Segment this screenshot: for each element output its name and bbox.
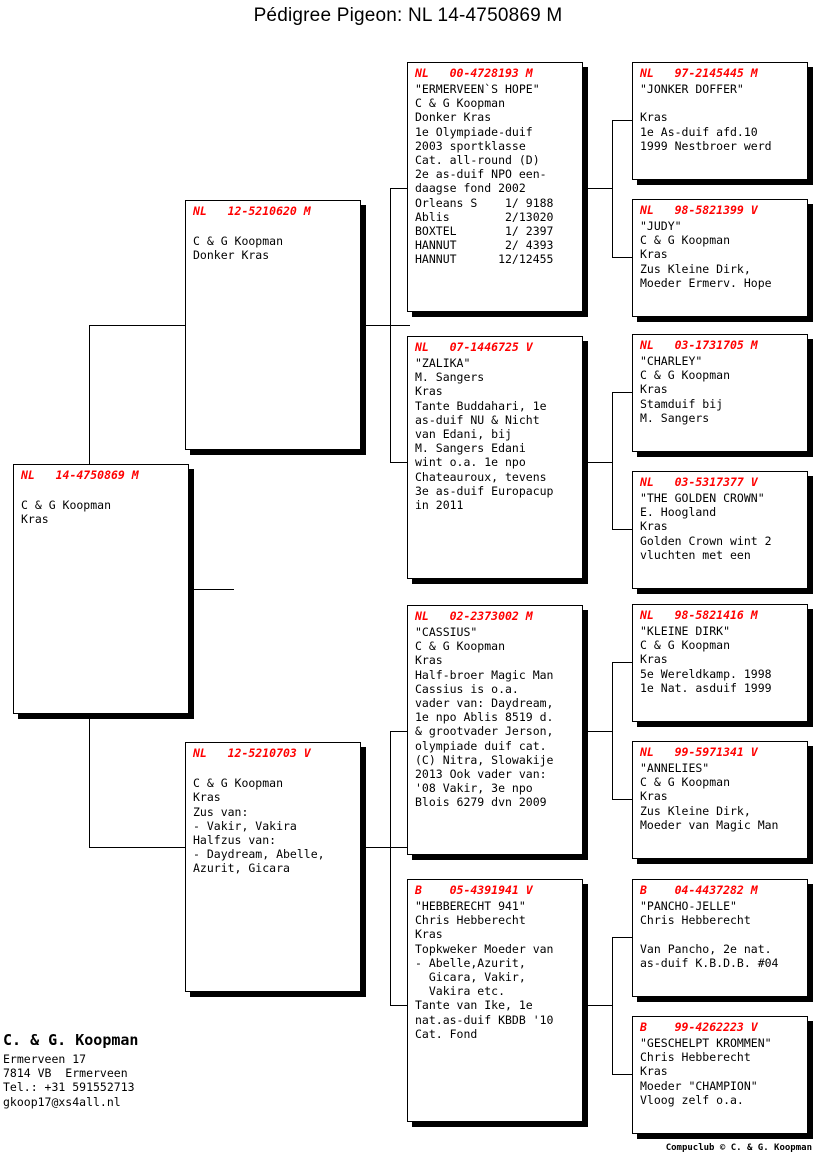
owner-name: C. & G. Koopman <box>3 1031 139 1049</box>
connector-dam-out <box>365 847 410 848</box>
ring-number: NL 99-5971341 V <box>640 745 758 759</box>
ring-number: NL 98-5821399 V <box>640 203 758 217</box>
connector-sire-bracket <box>390 188 391 462</box>
ring-number: NL 00-4728193 M <box>415 66 533 80</box>
connector-g3-2-out <box>586 462 612 463</box>
card-details: "PANCHO-JELLE" Chris Hebberecht Van Panc… <box>640 899 779 970</box>
connector-subject-out <box>189 589 234 590</box>
connector-sire-in <box>89 325 185 326</box>
card-details: "ANNELIES" C & G Koopman Kras Zus Kleine… <box>640 761 779 832</box>
card-details: "CHARLEY" C & G Koopman Kras Stamduif bi… <box>640 354 731 425</box>
pedigree-card-g4-3[interactable]: NL 03-1731705 M "CHARLEY" C & G Koopman … <box>632 334 808 452</box>
connector-g3-1-out <box>586 188 612 189</box>
pedigree-card-g3-3[interactable]: NL 02-2373002 M "CASSIUS" C & G Koopman … <box>407 605 583 855</box>
pedigree-card-subject[interactable]: NL 14-4750869 M C & G Koopman Kras <box>13 464 189 714</box>
pedigree-card-g4-8[interactable]: B 99-4262223 V "GESCHELPT KROMMEN" Chris… <box>632 1016 808 1134</box>
ring-number: B 05-4391941 V <box>415 883 533 897</box>
ring-number: NL 03-5317377 V <box>640 475 758 489</box>
pedigree-card-g3-1[interactable]: NL 00-4728193 M "ERMERVEEN`S HOPE" C & G… <box>407 62 583 312</box>
card-details: C & G Koopman Kras <box>21 498 112 527</box>
card-details: "JONKER DOFFER" Kras 1e As-duif afd.10 1… <box>640 82 772 153</box>
connector-g3-1-bracket <box>612 120 613 257</box>
connector-g3-2-in <box>390 462 410 463</box>
connector-g4-3-in <box>612 392 634 393</box>
connector-g4-1-in <box>612 120 634 121</box>
ring-number: NL 98-5821416 M <box>640 608 758 622</box>
pedigree-card-g4-4[interactable]: NL 03-5317377 V "THE GOLDEN CROWN" E. Ho… <box>632 471 808 589</box>
card-details: "GESCHELPT KROMMEN" Chris Hebberecht Kra… <box>640 1036 772 1107</box>
ring-number: NL 14-4750869 M <box>21 468 139 482</box>
connector-g3-3-out <box>586 731 612 732</box>
connector-g3-1-in <box>390 188 410 189</box>
ring-number: NL 12-5210620 M <box>193 204 311 218</box>
ring-number: B 99-4262223 V <box>640 1020 758 1034</box>
connector-g4-8-in <box>612 1074 634 1075</box>
pedigree-card-g3-2[interactable]: NL 07-1446725 V "ZALIKA" M. Sangers Kras… <box>407 336 583 579</box>
pedigree-card-sire[interactable]: NL 12-5210620 M C & G Koopman Donker Kra… <box>185 200 361 450</box>
card-details: C & G Koopman Kras Zus van: - Vakir, Vak… <box>193 776 325 876</box>
connector-g3-4-in <box>390 1005 410 1006</box>
connector-g4-2-in <box>612 257 634 258</box>
ring-number: NL 02-2373002 M <box>415 609 533 623</box>
connector-dam-in <box>89 847 185 848</box>
connector-g3-4-bracket <box>612 937 613 1074</box>
pedigree-card-g4-2[interactable]: NL 98-5821399 V "JUDY" C & G Koopman Kra… <box>632 199 808 317</box>
pedigree-card-g4-6[interactable]: NL 99-5971341 V "ANNELIES" C & G Koopman… <box>632 741 808 859</box>
connector-g3-2-bracket <box>612 392 613 529</box>
pedigree-card-dam[interactable]: NL 12-5210703 V C & G Koopman Kras Zus v… <box>185 742 361 992</box>
pedigree-card-g4-5[interactable]: NL 98-5821416 M "KLEINE DIRK" C & G Koop… <box>632 604 808 722</box>
connector-dam-bracket <box>390 731 391 1005</box>
ring-number: NL 07-1446725 V <box>415 340 533 354</box>
ring-number: B 04-4437282 M <box>640 883 758 897</box>
card-details: "JUDY" C & G Koopman Kras Zus Kleine Dir… <box>640 219 772 290</box>
card-details: "KLEINE DIRK" C & G Koopman Kras 5e Were… <box>640 624 772 695</box>
pedigree-card-g3-4[interactable]: B 05-4391941 V "HEBBERECHT 941" Chris He… <box>407 879 583 1122</box>
connector-g3-3-bracket <box>612 662 613 799</box>
card-details: "CASSIUS" C & G Koopman Kras Half-broer … <box>415 625 554 810</box>
card-details: "ERMERVEEN`S HOPE" C & G Koopman Donker … <box>415 82 554 267</box>
connector-g4-6-in <box>612 799 634 800</box>
card-details: C & G Koopman Donker Kras <box>193 234 284 263</box>
owner-address: Ermerveen 17 7814 VB Ermerveen Tel.: +31… <box>3 1052 135 1109</box>
pedigree-card-g4-7[interactable]: B 04-4437282 M "PANCHO-JELLE" Chris Hebb… <box>632 879 808 997</box>
connector-g3-3-in <box>390 731 410 732</box>
connector-sire-out <box>365 325 410 326</box>
connector-g4-5-in <box>612 662 634 663</box>
ring-number: NL 97-2145445 M <box>640 66 758 80</box>
connector-g3-4-out <box>586 1005 612 1006</box>
owner-block: C. & G. Koopman Ermerveen 17 7814 VB Erm… <box>3 1030 303 1109</box>
ring-number: NL 12-5210703 V <box>193 746 311 760</box>
page-title: Pédigree Pigeon: NL 14-4750869 M <box>253 5 563 26</box>
ring-number: NL 03-1731705 M <box>640 338 758 352</box>
card-details: "ZALIKA" M. Sangers Kras Tante Buddahari… <box>415 356 554 513</box>
card-details: "THE GOLDEN CROWN" E. Hoogland Kras Gold… <box>640 491 772 562</box>
card-details: "HEBBERECHT 941" Chris Hebberecht Kras T… <box>415 899 554 1041</box>
connector-g4-4-in <box>612 529 634 530</box>
connector-g4-7-in <box>612 937 634 938</box>
pedigree-card-g4-1[interactable]: NL 97-2145445 M "JONKER DOFFER" Kras 1e … <box>632 62 808 180</box>
software-credit: Compuclub © C. & G. Koopman <box>665 1143 812 1153</box>
